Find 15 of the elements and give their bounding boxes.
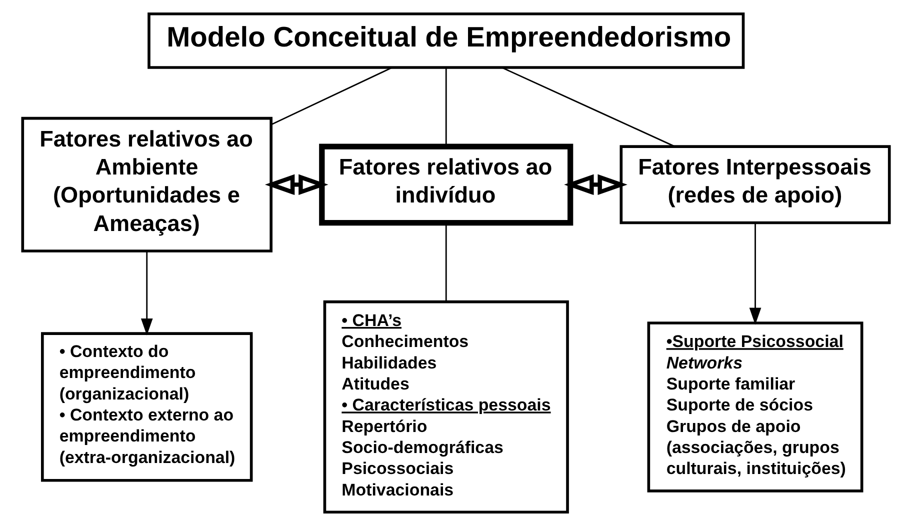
node-box: Modelo Conceitual de Empreendedorismo (148, 12, 745, 69)
node-box: Fatores relativos ao indivíduo (319, 144, 574, 226)
arrow (140, 251, 153, 336)
arrow (749, 222, 762, 325)
connector (445, 222, 447, 302)
node-box: • CHA’s Conhecimentos Habilidades Atitudes • Características pessoais Repertório Socio-demográficas Psicossociais Motivacionais (323, 300, 569, 514)
node-box: Fatores Interpessoais (redes de apoio) (620, 145, 891, 224)
node-box: • Contexto do empreendimento (organizacional) • Contexto externo ao empreendimento (extra-organizacional) (41, 332, 253, 482)
arrow (564, 174, 628, 196)
node-box: Fatores relativos ao Ambiente (Oportunidades e Ameaças) (21, 116, 272, 252)
connector (445, 68, 447, 146)
arrow (264, 174, 328, 196)
connector (502, 67, 675, 148)
node-box: •Suporte Psicossocial Networks Suporte familiar Suporte de sócios Grupos de apoio (associações, grupos culturais, instituições) (647, 322, 864, 492)
connector (271, 67, 392, 126)
